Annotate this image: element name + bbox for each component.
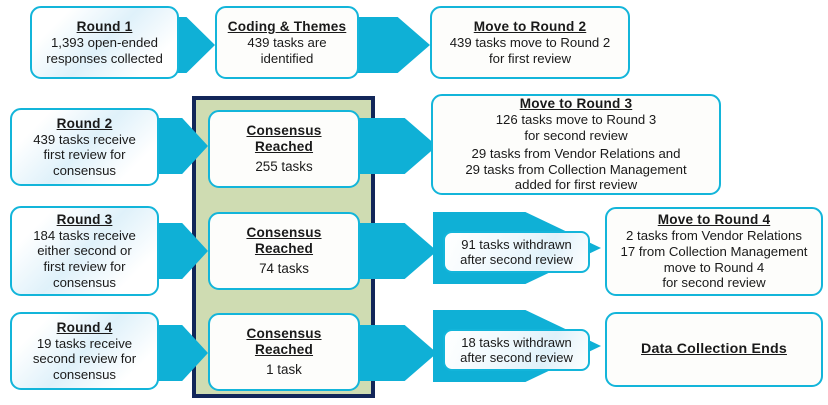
consensus-1-count: 255 tasks bbox=[255, 159, 313, 175]
move-round-2-line-1: 439 tasks move to Round 2 bbox=[449, 34, 611, 50]
round-1-box[interactable]: Round 1 1,393 open-ended responses colle… bbox=[30, 6, 179, 79]
move-round-3-line-3: 29 tasks from Vendor Relations and bbox=[471, 146, 681, 162]
move-round-4-line-2: 17 from Collection Management bbox=[620, 243, 808, 259]
move-round-2-box[interactable]: Move to Round 2 439 tasks move to Round … bbox=[430, 6, 630, 79]
round-3-line-2: either second or bbox=[37, 243, 132, 259]
move-round-3-line-1: 126 tasks move to Round 3 bbox=[495, 112, 657, 128]
round-3-title: Round 3 bbox=[56, 211, 113, 227]
round-4-box[interactable]: Round 4 19 tasks receive second review f… bbox=[10, 312, 159, 390]
round-3-box[interactable]: Round 3 184 tasks receive either second … bbox=[10, 206, 159, 296]
round-3-line-4: consensus bbox=[52, 274, 117, 290]
round-2-line-1: 439 tasks receive bbox=[33, 131, 136, 147]
move-round-2-title: Move to Round 2 bbox=[473, 18, 587, 34]
move-round-4-box[interactable]: Move to Round 4 2 tasks from Vendor Rela… bbox=[605, 207, 823, 296]
withdrawn-91-line-2: after second review bbox=[460, 252, 573, 267]
withdrawn-18-line-2: after second review bbox=[460, 350, 573, 365]
consensus-3-title-line-1: Consensus bbox=[246, 326, 322, 342]
move-round-4-line-1: 2 tasks from Vendor Relations bbox=[626, 228, 802, 244]
round-1-title: Round 1 bbox=[76, 18, 133, 34]
consensus-3-title-line-2: Reached bbox=[254, 342, 314, 358]
consensus-1-title-line-2: Reached bbox=[254, 139, 314, 155]
arrow-consensus1-to-move3 bbox=[352, 118, 437, 174]
move-round-4-title: Move to Round 4 bbox=[657, 212, 771, 228]
move-round-3-line-5: added for first review bbox=[514, 177, 638, 193]
round-2-box[interactable]: Round 2 439 tasks receive first review f… bbox=[10, 108, 159, 186]
move-round-3-line-4: 29 tasks from Collection Management bbox=[465, 161, 687, 177]
round-2-title: Round 2 bbox=[56, 115, 113, 131]
arrow-consensus2-to-withdrawn91 bbox=[352, 223, 437, 279]
consensus-1-title-line-1: Consensus bbox=[246, 123, 322, 139]
data-collection-ends-title: Data Collection Ends bbox=[641, 341, 787, 358]
coding-themes-title: Coding & Themes bbox=[227, 18, 347, 34]
round-3-line-1: 184 tasks receive bbox=[33, 227, 136, 243]
move-round-4-line-4: for second review bbox=[662, 275, 766, 291]
consensus-1-box[interactable]: Consensus Reached 255 tasks bbox=[208, 110, 360, 188]
round-1-line-1: 1,393 open-ended bbox=[50, 34, 159, 50]
withdrawn-91-box[interactable]: 91 tasks withdrawn after second review bbox=[443, 231, 590, 273]
round-4-line-3: consensus bbox=[52, 366, 117, 382]
coding-themes-line-1: 439 tasks are bbox=[247, 34, 327, 50]
round-4-title: Round 4 bbox=[56, 319, 113, 335]
consensus-3-count: 1 task bbox=[266, 362, 302, 378]
withdrawn-91-line-1: 91 tasks withdrawn bbox=[461, 236, 572, 252]
round-2-line-2: first review for bbox=[43, 147, 126, 163]
consensus-2-title-line-1: Consensus bbox=[246, 225, 322, 241]
move-round-3-line-2: for second review bbox=[524, 127, 628, 143]
data-collection-ends-box[interactable]: Data Collection Ends bbox=[605, 312, 823, 387]
coding-themes-box[interactable]: Coding & Themes 439 tasks are identified bbox=[215, 6, 359, 79]
consensus-2-count: 74 tasks bbox=[259, 261, 309, 277]
round-4-line-1: 19 tasks receive bbox=[36, 335, 133, 351]
consensus-2-box[interactable]: Consensus Reached 74 tasks bbox=[208, 212, 360, 290]
withdrawn-18-box[interactable]: 18 tasks withdrawn after second review bbox=[443, 329, 590, 371]
move-round-3-box[interactable]: Move to Round 3 126 tasks move to Round … bbox=[431, 94, 721, 195]
withdrawn-18-line-1: 18 tasks withdrawn bbox=[461, 334, 572, 350]
move-round-4-line-3: move to Round 4 bbox=[663, 259, 765, 275]
round-2-line-3: consensus bbox=[52, 162, 117, 178]
consensus-3-box[interactable]: Consensus Reached 1 task bbox=[208, 313, 360, 391]
move-round-2-line-2: for first review bbox=[488, 50, 572, 66]
consensus-2-title-line-2: Reached bbox=[254, 241, 314, 257]
arrow-consensus3-to-withdrawn18 bbox=[352, 325, 437, 381]
round-4-line-2: second review for bbox=[32, 351, 137, 367]
move-round-3-title: Move to Round 3 bbox=[519, 96, 633, 111]
round-3-line-3: first review for bbox=[43, 259, 126, 275]
coding-themes-line-2: identified bbox=[260, 50, 314, 66]
round-1-line-2: responses collected bbox=[46, 50, 163, 66]
